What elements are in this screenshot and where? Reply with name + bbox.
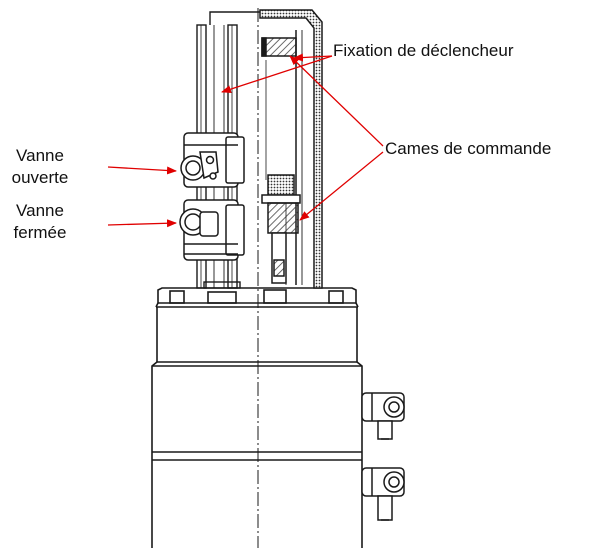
section-view [259,9,323,289]
pneumatic-fitting-upper [361,392,405,440]
arrow-vanne-fermee [107,219,177,228]
arrow-fixation-to-rod [221,55,333,94]
callout-arrows [107,53,384,228]
main-body [151,287,363,548]
arrow-fixation-to-cam [293,53,333,62]
label-vanne-ouverte: Vanne ouverte [0,145,80,189]
pneumatic-fitting-lower [361,467,405,521]
valve-open [180,132,245,188]
arrow-vanne-ouverte [107,166,177,175]
valve-closed [179,199,245,261]
label-vanne-fermee-line1: Vanne [16,201,64,220]
label-vanne-ouverte-line2: ouverte [11,168,69,187]
label-vanne-fermee-line2: fermée [13,223,67,242]
label-vanne-fermee: Vanne fermée [0,200,80,244]
arrow-cames-to-upper-cam [289,55,384,147]
arrow-cames-to-lower-cam [299,151,384,221]
label-cames-commande: Cames de commande [385,139,552,158]
label-fixation-declencheur: Fixation de déclencheur [333,41,514,60]
label-vanne-ouverte-line1: Vanne [16,146,64,165]
